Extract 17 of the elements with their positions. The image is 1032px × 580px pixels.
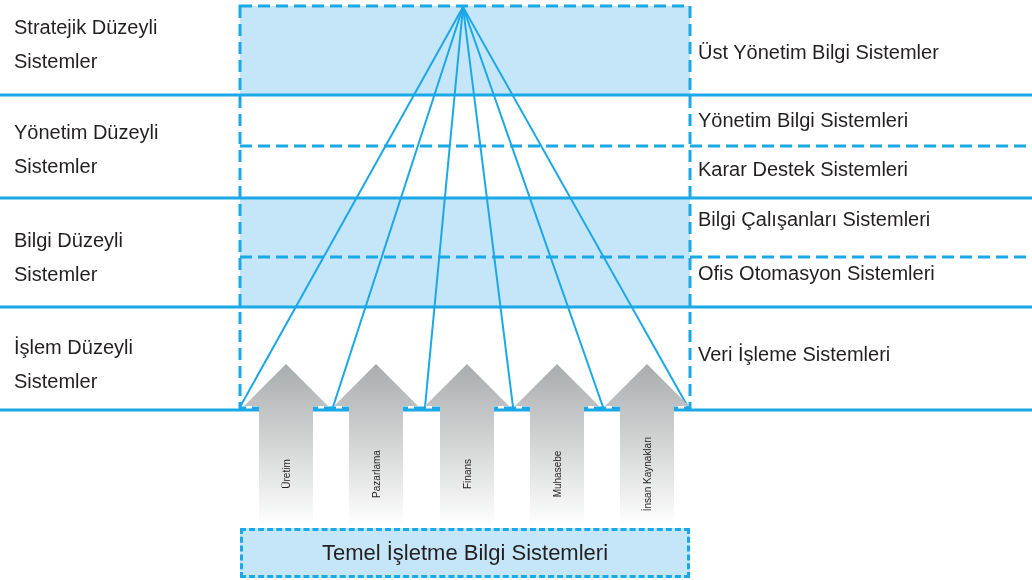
- level-label: Yönetim Düzeyli Sistemler: [14, 120, 160, 179]
- department-label: Finans: [461, 459, 473, 489]
- system-label: Üst Yönetim Bilgi Sistemler: [698, 40, 940, 65]
- department-label: Muhasebe: [551, 450, 563, 498]
- department-label: Üretim: [280, 459, 292, 489]
- level-label: Stratejik Düzeyli Sistemler: [14, 15, 159, 74]
- base-systems-box: [240, 528, 690, 578]
- system-label: Yönetim Bilgi Sistemleri: [698, 108, 910, 133]
- box-title: Temel İşletme Bilgi Sistemleri: [321, 540, 609, 566]
- system-label: Bilgi Çalışanları Sistemleri: [698, 207, 932, 232]
- system-label: Ofis Otomasyon Sistemleri: [698, 261, 936, 286]
- department-label: İnsan Kaynakları: [641, 436, 653, 512]
- system-label: Veri İşleme Sistemleri: [698, 342, 892, 367]
- level-label: Bilgi Düzeyli Sistemler: [14, 228, 124, 287]
- department-label: Pazarlama: [370, 450, 382, 498]
- level-label: İşlem Düzeyli Sistemler: [14, 335, 134, 394]
- system-label: Karar Destek Sistemleri: [698, 157, 910, 182]
